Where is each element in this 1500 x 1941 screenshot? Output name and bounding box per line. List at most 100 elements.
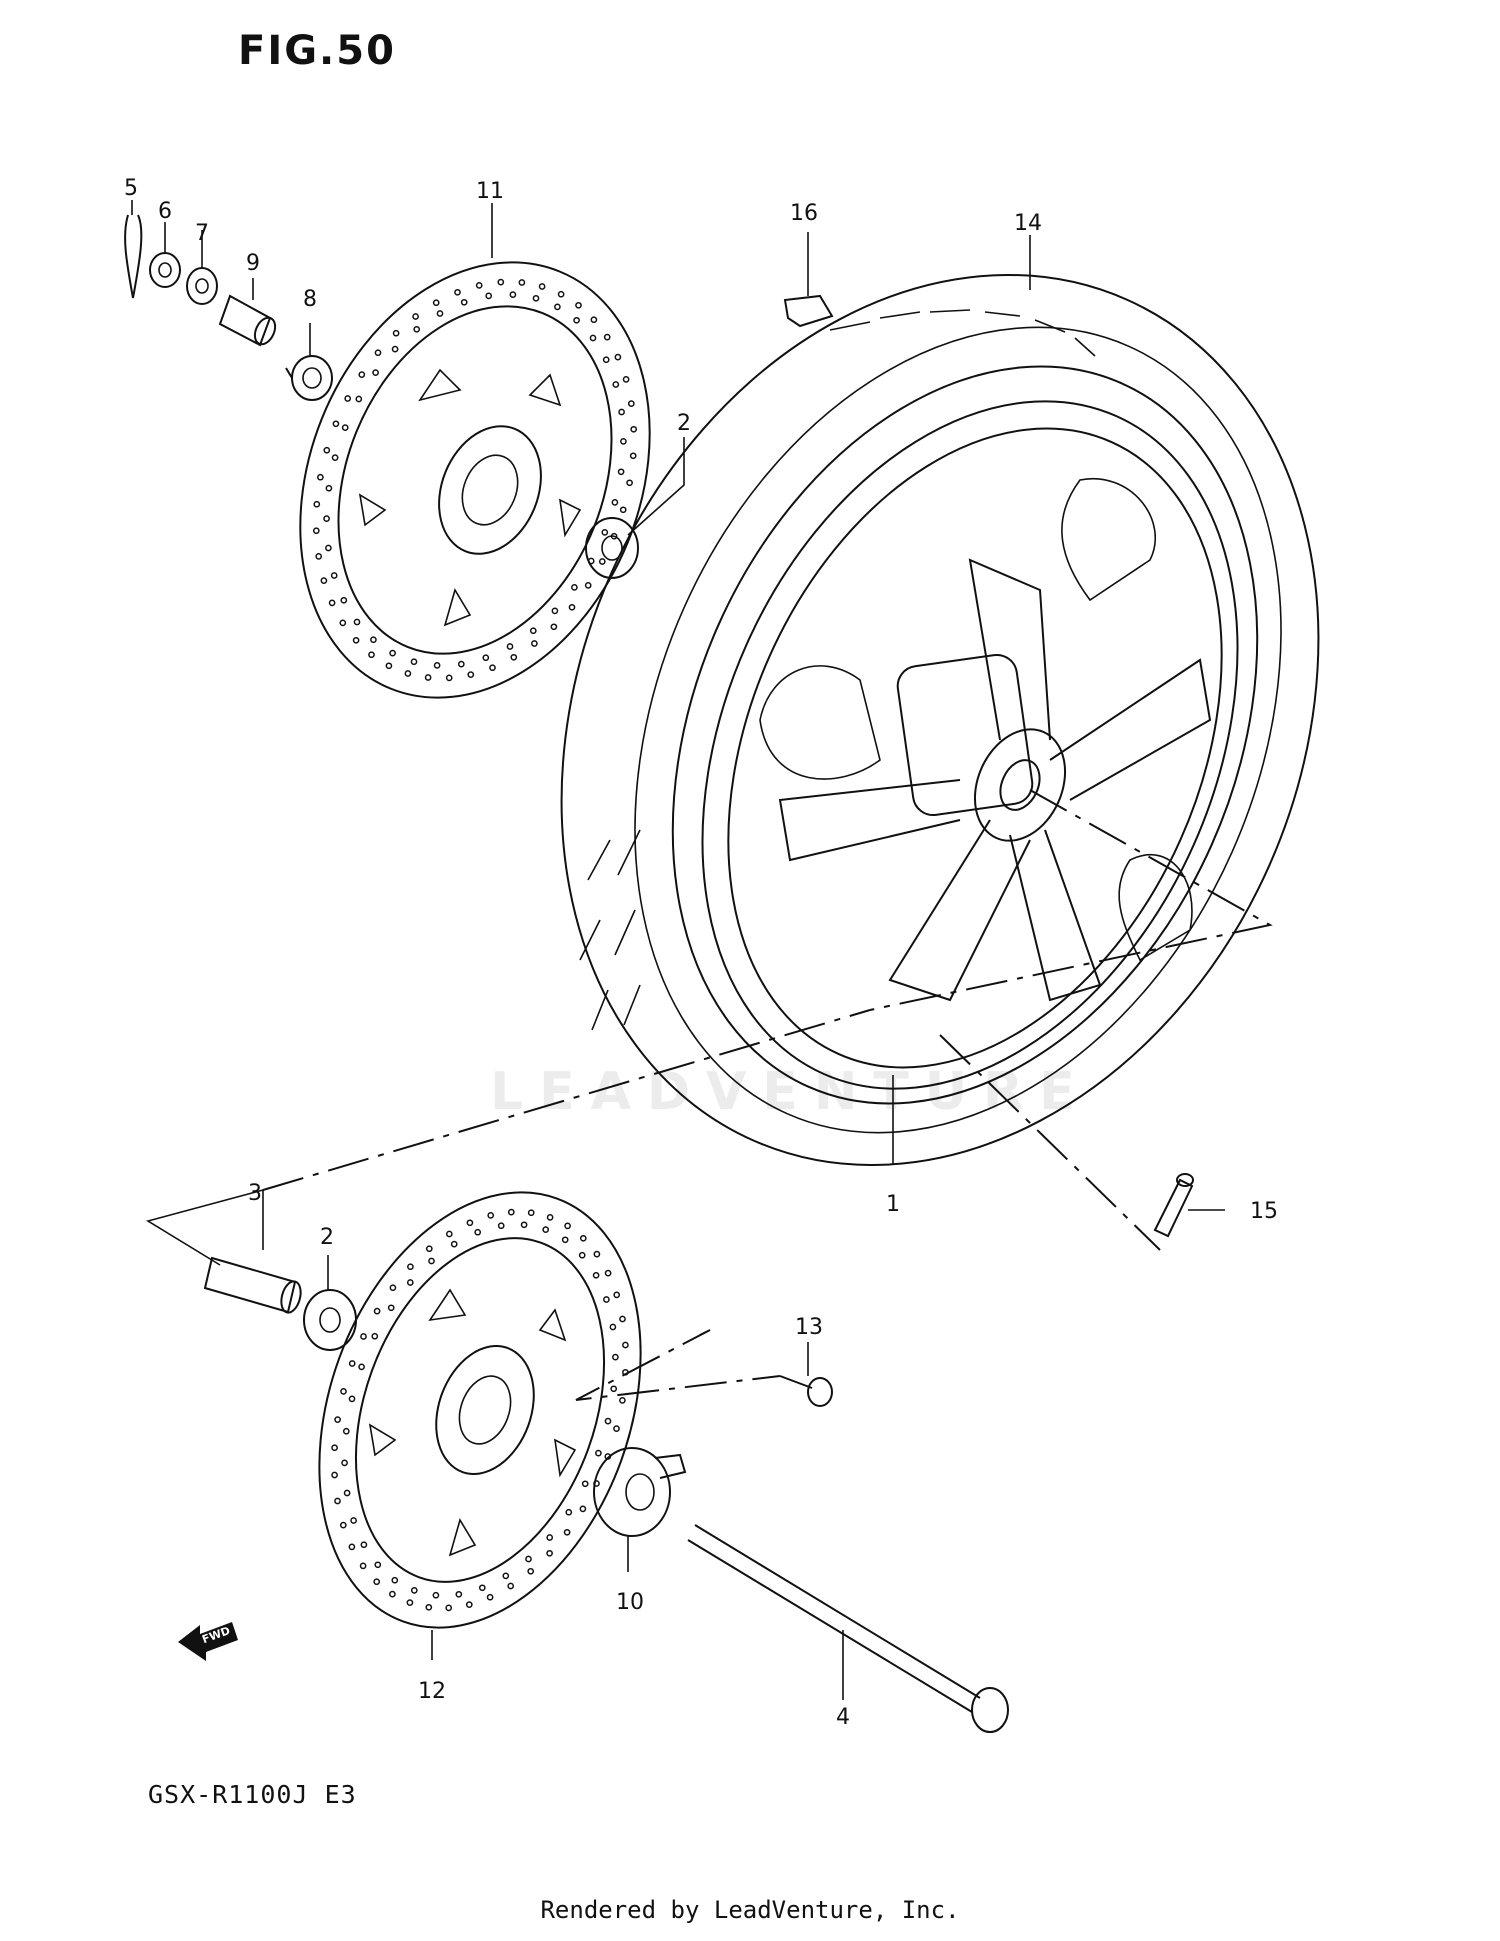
- callout-14: 14: [1014, 211, 1042, 236]
- disc-hole: [626, 479, 633, 487]
- disc-hole: [389, 649, 396, 657]
- disc-hole: [584, 582, 592, 589]
- wheel-rim[interactable]: [600, 316, 1340, 1173]
- disc-hole: [352, 636, 360, 644]
- disc-hole: [497, 278, 505, 286]
- disc-hole: [371, 1332, 379, 1340]
- washer[interactable]: [186, 267, 218, 305]
- tire-valve[interactable]: [1153, 1173, 1194, 1238]
- disc-hole: [328, 599, 336, 607]
- disc-hole: [344, 395, 352, 402]
- disc-hole: [622, 1341, 629, 1349]
- disc-hole: [325, 544, 332, 552]
- disc-hole: [391, 345, 399, 353]
- collar[interactable]: [285, 355, 333, 401]
- disc-hole: [373, 1578, 381, 1586]
- disc-hole: [595, 1449, 602, 1457]
- disc-hole: [507, 1208, 515, 1216]
- disc-hole: [612, 1353, 619, 1361]
- clip[interactable]: [783, 294, 834, 328]
- disc-hole: [581, 1480, 589, 1488]
- disc-hole: [391, 1576, 399, 1584]
- disc-hole: [618, 408, 625, 416]
- disc-hole: [425, 1245, 433, 1253]
- callout-8: 8: [303, 287, 317, 312]
- disc-hole: [610, 1385, 618, 1393]
- disc-hole: [360, 1541, 368, 1549]
- disc-hole: [457, 660, 465, 668]
- disc-hole: [350, 1517, 357, 1524]
- disc-hole: [527, 1209, 535, 1217]
- front-axle[interactable]: [687, 1524, 1009, 1733]
- disc-hole: [627, 400, 635, 407]
- cotter-pin[interactable]: [124, 214, 143, 299]
- tire[interactable]: [424, 153, 1456, 1286]
- leader-lines: [131, 200, 1273, 1700]
- disc-hole: [424, 674, 432, 681]
- disc-hole: [358, 371, 366, 378]
- disc-hole: [571, 584, 578, 591]
- speedometer-gearbox[interactable]: [593, 1447, 687, 1537]
- disc-hole: [557, 290, 565, 298]
- disc-hole: [602, 356, 610, 364]
- axle-spacer-long[interactable]: [203, 1256, 304, 1315]
- disc-hole: [525, 1555, 532, 1563]
- disc-hole: [374, 349, 382, 357]
- disc-hole: [518, 279, 526, 286]
- disc-hole: [425, 1603, 433, 1611]
- disc-hole: [622, 376, 630, 383]
- axle-spacer-short[interactable]: [218, 294, 279, 347]
- disc-hole: [506, 643, 514, 650]
- disc-hole: [374, 1561, 382, 1569]
- disc-hole: [368, 651, 375, 659]
- disc-hole: [436, 310, 444, 317]
- disc-hole: [433, 662, 441, 669]
- disc-hole: [320, 577, 328, 584]
- callout-9: 9: [246, 251, 260, 276]
- disc-bolt[interactable]: [779, 1375, 833, 1407]
- disc-hole: [334, 1416, 341, 1423]
- disc-hole: [467, 671, 475, 678]
- model-code: GSX-R1100J E3: [148, 1780, 357, 1809]
- disc-hole: [527, 1567, 535, 1575]
- disc-hole: [331, 1471, 338, 1479]
- callout-3: 3: [248, 1181, 262, 1206]
- disc-hole: [360, 1333, 367, 1340]
- disc-hole: [593, 1250, 601, 1258]
- callout-4: 4: [836, 1705, 850, 1730]
- disc-hole: [550, 623, 558, 631]
- disc-hole: [334, 1497, 341, 1505]
- disc-hole: [317, 473, 324, 481]
- callout-12: 12: [418, 1679, 446, 1704]
- bearing-lower[interactable]: [303, 1289, 357, 1351]
- disc-hole: [410, 658, 418, 666]
- callout-11: 11: [476, 179, 504, 204]
- brake-disc-upper[interactable]: [238, 210, 713, 751]
- disc-hole: [432, 299, 440, 307]
- disc-hole: [601, 529, 609, 536]
- disc-hole: [343, 1489, 351, 1497]
- disc-hole: [532, 294, 540, 302]
- disc-hole: [323, 515, 330, 522]
- disc-hole: [620, 438, 627, 445]
- disc-hole: [603, 1296, 610, 1303]
- disc-hole: [573, 316, 580, 324]
- disc-hole: [348, 1360, 356, 1367]
- disc-hole: [629, 452, 637, 460]
- disc-hole: [348, 1395, 356, 1403]
- disc-hole: [486, 1593, 494, 1601]
- disc-hole: [432, 1591, 440, 1599]
- callout-6: 6: [158, 199, 172, 224]
- disc-hole: [445, 674, 453, 682]
- disc-hole: [373, 1307, 381, 1315]
- disc-hole: [325, 484, 333, 492]
- disc-hole: [614, 353, 622, 361]
- disc-hole: [392, 329, 400, 337]
- brake-disc-lower[interactable]: [262, 1147, 698, 1672]
- castle-nut[interactable]: [149, 252, 181, 288]
- disc-hole: [315, 553, 323, 560]
- disc-hole: [404, 670, 412, 677]
- bearing-upper[interactable]: [585, 517, 639, 579]
- disc-hole: [565, 1508, 573, 1516]
- disc-hole: [546, 1534, 554, 1541]
